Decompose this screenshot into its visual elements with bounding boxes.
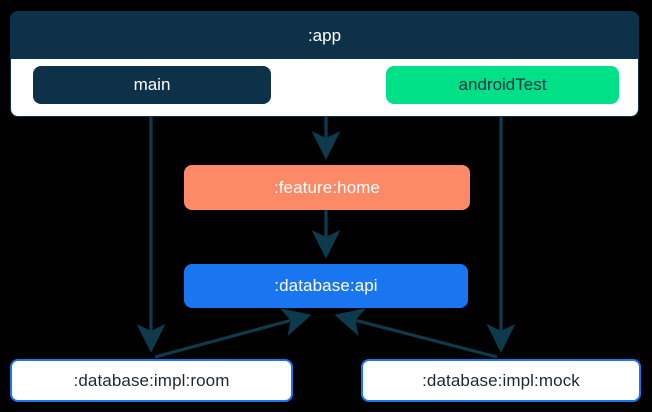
node-database-api[interactable]: :database:api: [184, 264, 468, 308]
node-android-test[interactable]: androidTest: [386, 66, 619, 104]
node-feature-home[interactable]: :feature:home: [184, 165, 470, 210]
edge-database-impl-mock-to-database-api: [334, 308, 498, 359]
node-database-impl-mock[interactable]: :database:impl:mock: [361, 359, 641, 402]
edge-database-impl-room-to-database-api: [154, 308, 312, 359]
subgraph-app-title: :app: [307, 25, 342, 45]
node-database-impl-room[interactable]: :database:impl:room: [10, 359, 293, 402]
node-main[interactable]: main: [33, 66, 271, 104]
subgraph-app[interactable]: :app main androidTest: [10, 11, 639, 117]
subgraph-app-body: main androidTest: [11, 59, 638, 116]
